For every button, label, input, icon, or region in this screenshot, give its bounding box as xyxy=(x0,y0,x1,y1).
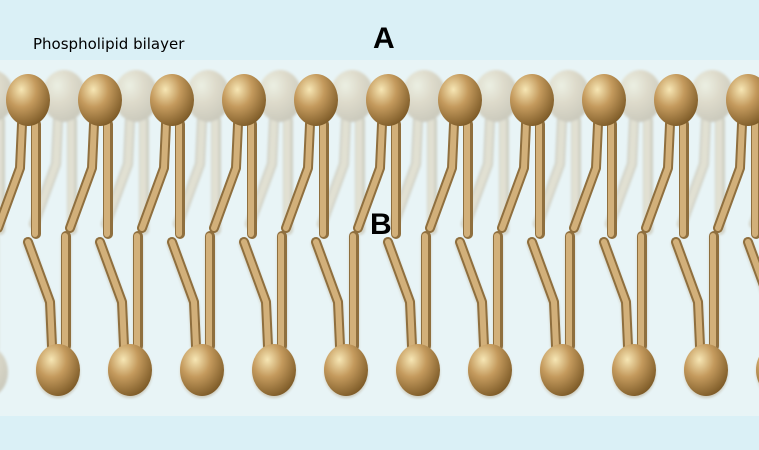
diagram-title: Phospholipid bilayer xyxy=(33,35,184,53)
label-b: B xyxy=(370,208,392,242)
label-a: A xyxy=(373,22,395,56)
